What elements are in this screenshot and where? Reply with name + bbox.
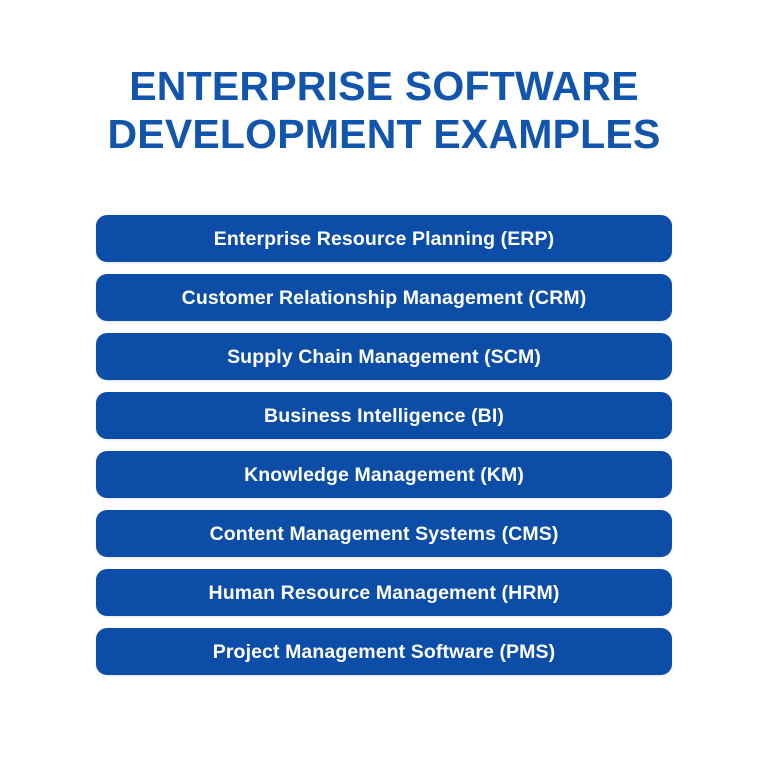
list-item-label: Enterprise Resource Planning (ERP) (213, 227, 555, 250)
list-item[interactable]: Customer Relationship Management (CRM) (96, 274, 672, 321)
list-item-label: Business Intelligence (BI) (264, 404, 504, 427)
list-item[interactable]: Knowledge Management (KM) (96, 451, 672, 498)
list-item-label: Supply Chain Management (SCM) (227, 345, 541, 368)
page-title: ENTERPRISE SOFTWARE DEVELOPMENT EXAMPLES (0, 62, 768, 158)
list-item-label: Human Resource Management (HRM) (208, 581, 560, 604)
list-item[interactable]: Content Management Systems (CMS) (96, 510, 672, 557)
list-item-label: Knowledge Management (KM) (244, 463, 524, 486)
list-item[interactable]: Business Intelligence (BI) (96, 392, 672, 439)
list-item-label: Content Management Systems (CMS) (209, 522, 559, 545)
list-item[interactable]: Project Management Software (PMS) (96, 628, 672, 675)
page-title-line-1: ENTERPRISE SOFTWARE (129, 63, 639, 109)
page-title-line-2: DEVELOPMENT EXAMPLES (107, 111, 661, 157)
list-item-label: Customer Relationship Management (CRM) (181, 286, 587, 309)
examples-list: Enterprise Resource Planning (ERP) Custo… (96, 215, 672, 675)
list-item[interactable]: Enterprise Resource Planning (ERP) (96, 215, 672, 262)
list-item[interactable]: Human Resource Management (HRM) (96, 569, 672, 616)
list-item[interactable]: Supply Chain Management (SCM) (96, 333, 672, 380)
list-item-label: Project Management Software (PMS) (212, 640, 556, 663)
